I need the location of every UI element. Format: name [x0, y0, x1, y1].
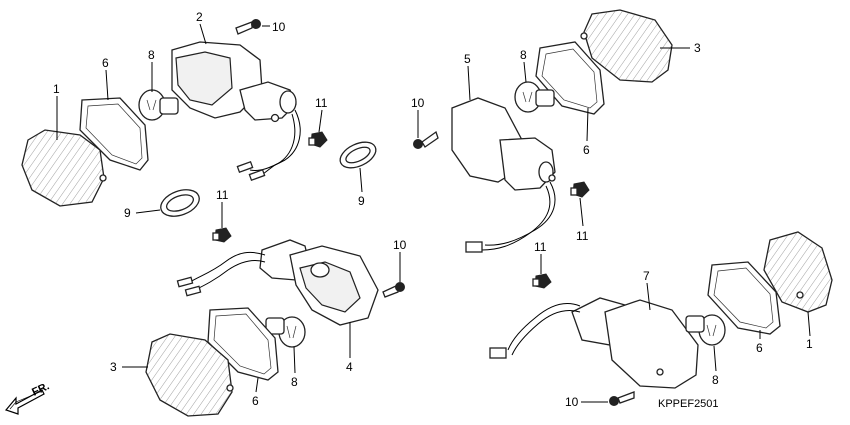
- callout-housing-rear-right: 7: [643, 269, 650, 283]
- callout-gasket-bottom-left: 6: [252, 394, 259, 408]
- housing-rear-right: [489, 297, 699, 389]
- bulb-bottom-right: [685, 314, 726, 346]
- callout-ring-left: 9: [124, 206, 131, 220]
- leader-lines: [56, 23, 811, 403]
- screw-top-left: [235, 19, 261, 35]
- callout-housing-front-left: 2: [196, 10, 203, 24]
- bulb-top-left: [138, 89, 179, 121]
- screw-bottom: [609, 391, 635, 406]
- front-direction-arrow: [4, 389, 45, 415]
- nut-top-left: [308, 131, 328, 148]
- callout-bulb-top-left: 8: [148, 48, 155, 62]
- nut-mid-right: [532, 273, 552, 289]
- callout-screw-top-left: 10: [272, 20, 286, 34]
- housing-rear-left: [176, 239, 379, 326]
- callout-housing-front-right: 5: [464, 52, 471, 66]
- callout-bulb-bottom-right: 8: [712, 373, 719, 387]
- ring-left: [160, 189, 200, 217]
- callout-housing-rear-left: 4: [346, 360, 353, 374]
- callout-screw-mid-center: 10: [393, 238, 407, 252]
- lens-bottom-left: [145, 333, 234, 417]
- callout-lens-right: 1: [806, 337, 813, 351]
- callout-lens-top-right: 3: [694, 41, 701, 55]
- lens-top-right: [580, 9, 673, 83]
- bulb-top-right: [514, 81, 555, 113]
- callout-gasket-top-left: 6: [102, 56, 109, 70]
- lens-right: [763, 231, 833, 313]
- diagram-code: KPPEF2501: [658, 398, 719, 410]
- screw-mid-right: [413, 130, 439, 149]
- bulb-bottom-left: [265, 316, 306, 348]
- front-direction-label: FR.: [30, 380, 51, 398]
- callout-lens-left: 1: [53, 82, 60, 96]
- ring-right: [339, 141, 377, 169]
- housing-front-left: [171, 41, 301, 182]
- screw-mid-center: [382, 282, 405, 298]
- callout-gasket-top-right: 6: [583, 143, 590, 157]
- callout-nut-mid-right: 11: [534, 240, 547, 254]
- callout-gasket-bottom-right: 6: [756, 341, 763, 355]
- lens-left: [21, 129, 107, 207]
- callout-nut-mid-left: 11: [216, 188, 229, 202]
- callout-bulb-bottom-left: 8: [291, 375, 298, 389]
- gasket-top-right: [535, 41, 605, 115]
- callout-nut-top-left: 11: [315, 96, 328, 110]
- callout-lens-bottom-left: 3: [110, 360, 117, 374]
- callout-nut-right: 11: [576, 229, 589, 243]
- nut-mid-left: [212, 227, 232, 243]
- callout-bulb-top-right: 8: [520, 48, 527, 62]
- callout-screw-mid-right: 10: [411, 96, 425, 110]
- gasket-top-left: [79, 97, 149, 171]
- callout-ring-right: 9: [358, 194, 365, 208]
- callout-screw-bottom: 10: [565, 395, 579, 409]
- gasket-bottom-right: [707, 261, 781, 335]
- nut-right: [570, 181, 590, 198]
- housing-front-right: [451, 97, 556, 253]
